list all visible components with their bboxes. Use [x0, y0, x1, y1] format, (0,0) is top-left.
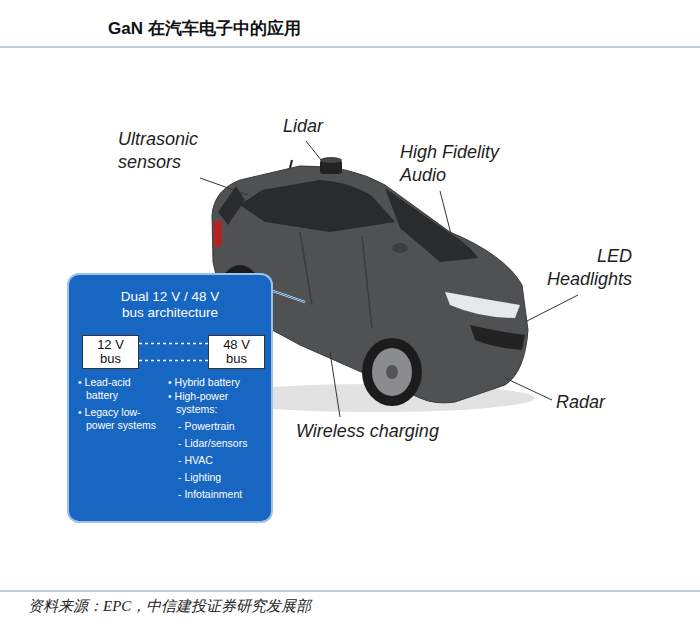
list-item: - Powertrain	[178, 420, 271, 433]
car-rim	[372, 348, 412, 396]
leader-line	[200, 178, 248, 195]
callout-label: Ultrasonic sensors	[118, 128, 228, 173]
leader-line	[505, 378, 552, 400]
dashed-connector	[139, 343, 208, 345]
dashed-connector	[139, 360, 208, 362]
car-door-line	[300, 232, 372, 328]
car-side-window	[240, 180, 395, 232]
panel-pointer	[270, 290, 305, 302]
list-item: • Hybrid battery	[168, 376, 271, 389]
car-antenna	[290, 160, 292, 168]
bus-label: 12 V bus	[93, 338, 129, 366]
car-taillight	[213, 220, 222, 248]
list-item: • Lead-acid battery	[78, 376, 164, 402]
panel-pointer	[270, 290, 305, 302]
list-item: - Lidar/sensors	[178, 437, 271, 450]
car-mirror	[392, 243, 408, 253]
car-windshield	[385, 188, 478, 262]
list-item: - Infotainment	[178, 488, 271, 501]
leader-line	[525, 295, 578, 322]
callout-label: LED Headlights	[532, 245, 632, 290]
list-item: - HVAC	[178, 454, 271, 467]
car-headlight	[445, 292, 520, 318]
list-item: • Legacy low-power systems	[78, 406, 164, 432]
caption-rule	[0, 591, 700, 592]
list-item: • High-power systems:	[168, 390, 256, 416]
bus-box: 12 V bus	[82, 335, 139, 369]
callout-label: High Fidelity Audio	[400, 141, 530, 186]
leader-line	[306, 141, 325, 165]
bus-label: 48 V bus	[219, 338, 255, 366]
callout-label: Wireless charging	[296, 420, 476, 443]
callout-label: Lidar	[283, 115, 343, 138]
callout-label: Radar	[556, 391, 636, 414]
title-rule	[0, 47, 700, 48]
car-wheel	[362, 338, 422, 406]
car-grille	[470, 325, 525, 350]
chart-title: GaN 在汽车电子中的应用	[108, 17, 301, 40]
list-item: - Lighting	[178, 471, 271, 484]
car-rear-window	[218, 186, 245, 225]
leader-line	[440, 191, 452, 238]
car-hub	[386, 365, 398, 379]
panel-heading: Dual 12 V / 48 V bus architecture	[111, 289, 229, 321]
bus-box: 48 V bus	[208, 335, 265, 369]
leader-line	[330, 352, 340, 417]
source-caption: 资料来源：EPC，中信建投证券研究发展部	[28, 597, 311, 616]
